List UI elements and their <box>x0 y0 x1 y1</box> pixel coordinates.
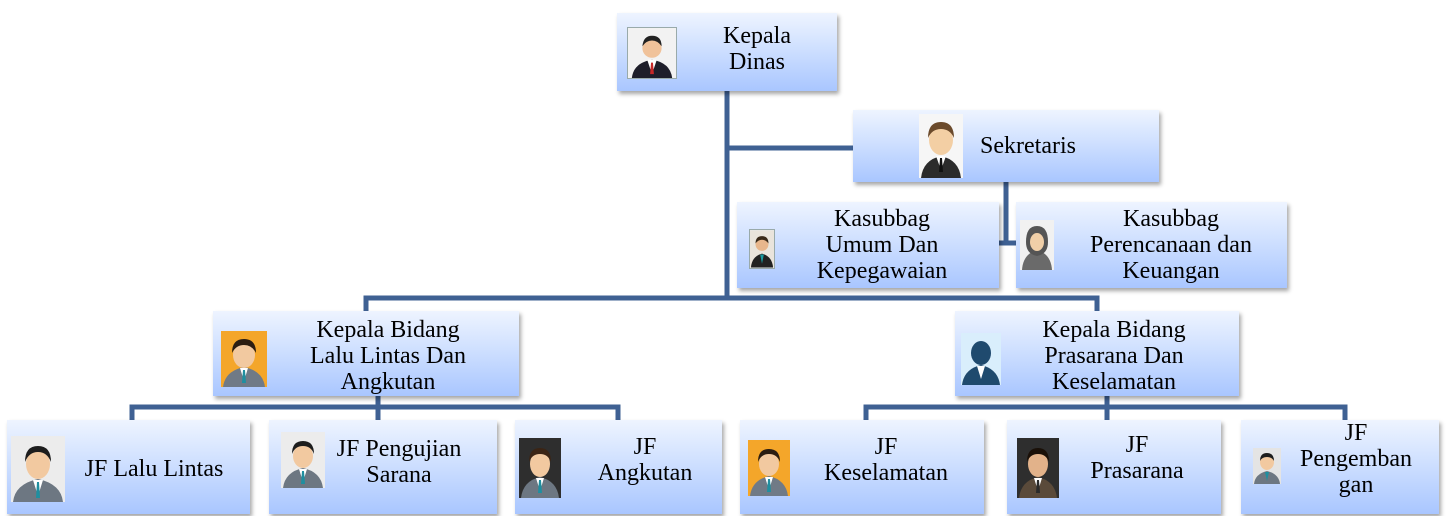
node-jf-lalu-lintas[interactable]: JF Lalu Lintas <box>7 420 250 514</box>
node-label: Sekretaris <box>980 133 1076 159</box>
node-label: JF Keselamatan <box>824 434 948 486</box>
man-suit-black-tie-icon <box>919 114 963 178</box>
node-jf-prasarana[interactable]: JF Prasarana <box>1007 420 1221 514</box>
node-label: JF Pengemban gan <box>1300 420 1412 498</box>
man-teal-tie-icon <box>281 432 325 488</box>
node-label: JF Pengujian Sarana <box>336 436 462 488</box>
node-label: JF Angkutan <box>597 434 693 486</box>
woman-hijab-icon <box>1020 220 1054 270</box>
man-suit-teal-tie-icon <box>749 229 775 269</box>
node-kasubbag-umum[interactable]: Kasubbag Umum Dan Kepegawaian <box>737 202 999 288</box>
node-kabid-lalu-lintas[interactable]: Kepala Bidang Lalu Lintas Dan Angkutan <box>213 311 519 396</box>
node-label: Kasubbag Umum Dan Kepegawaian <box>816 206 948 284</box>
node-jf-angkutan[interactable]: JF Angkutan <box>515 420 722 514</box>
node-kabid-prasarana[interactable]: Kepala Bidang Prasarana Dan Keselamatan <box>955 311 1239 396</box>
node-sekretaris[interactable]: Sekretaris <box>853 110 1159 182</box>
man-orange-background-icon <box>221 331 267 387</box>
node-kepala-dinas[interactable]: Kepala Dinas <box>617 13 837 91</box>
node-label: Kepala Bidang Prasarana Dan Keselamatan <box>1042 317 1186 395</box>
node-label: JF Lalu Lintas <box>84 456 224 482</box>
node-label: Kepala Bidang Lalu Lintas Dan Angkutan <box>310 317 466 395</box>
node-jf-pengujian-sarana[interactable]: JF Pengujian Sarana <box>269 420 497 514</box>
man-small-icon <box>1253 448 1281 484</box>
man-orange-background-icon <box>748 440 790 496</box>
man-silhouette-icon <box>961 333 1001 385</box>
man-dark-background-icon <box>1017 438 1059 498</box>
node-kasubbag-perencanaan[interactable]: Kasubbag Perencanaan dan Keuangan <box>1016 202 1287 288</box>
node-label: Kepala Dinas <box>723 23 791 75</box>
man-suit-red-tie-icon <box>627 27 677 79</box>
node-jf-keselamatan[interactable]: JF Keselamatan <box>740 420 984 514</box>
node-label: JF Prasarana <box>1090 432 1184 484</box>
node-jf-pengembangan[interactable]: JF Pengemban gan <box>1241 420 1439 514</box>
man-dark-background-icon <box>519 438 561 498</box>
node-label: Kasubbag Perencanaan dan Keuangan <box>1090 206 1252 284</box>
man-teal-tie-icon <box>11 436 65 502</box>
